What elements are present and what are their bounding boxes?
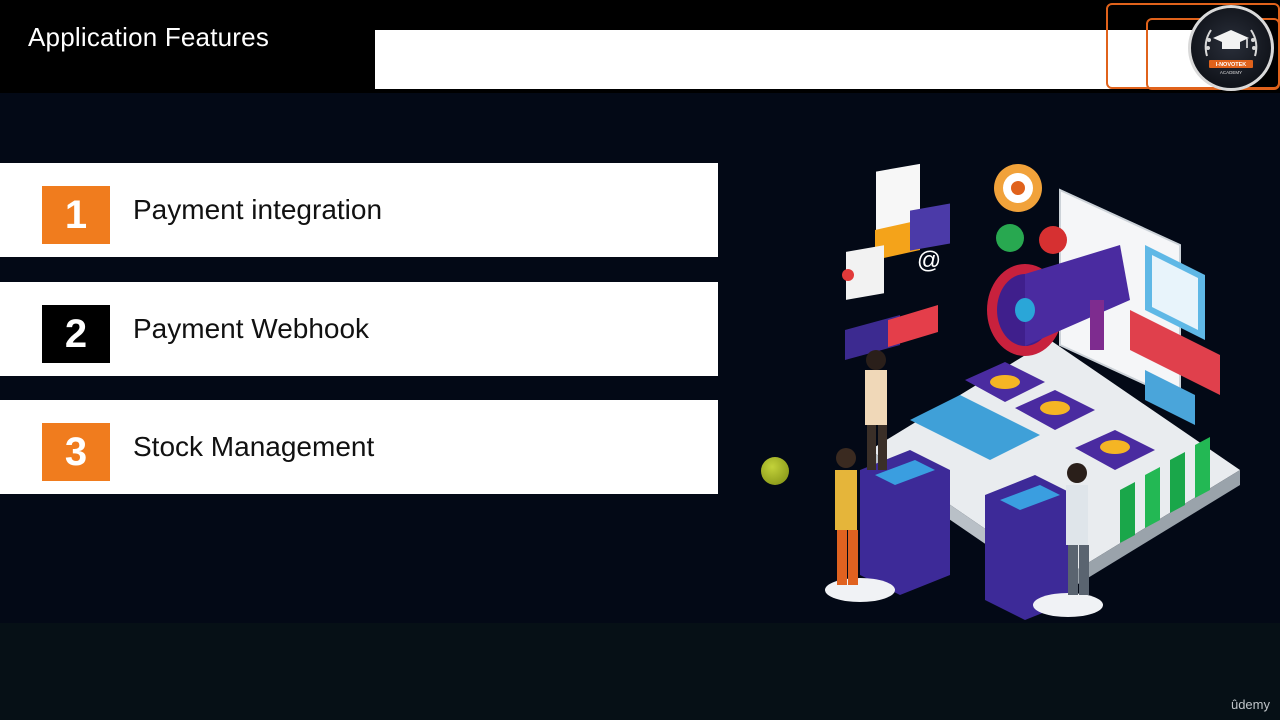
- feature-number-badge: 1: [42, 186, 110, 244]
- feature-label: Payment integration: [133, 194, 383, 225]
- marketing-illustration: @: [825, 163, 1240, 620]
- logo-text-line2: ACADEMY: [1220, 70, 1242, 75]
- logo-text-line1: I-NOVOTEK: [1216, 62, 1247, 68]
- feature-label: Payment Webhook: [133, 313, 370, 344]
- header-white-bar: [375, 30, 1230, 89]
- feature-number-badge: 3: [42, 423, 110, 481]
- udemy-watermark: ûdemy: [1230, 697, 1270, 712]
- feature-label: Stock Management: [133, 431, 375, 462]
- graduation-cap-icon: I-NOVOTEK ACADEMY: [1204, 29, 1258, 75]
- feature-row-3: 3 Stock Management: [0, 400, 718, 494]
- pointer-dot: [761, 457, 789, 485]
- academy-logo: I-NOVOTEK ACADEMY: [1188, 5, 1274, 91]
- feature-row-2: 2 Payment Webhook: [0, 282, 718, 376]
- page-title: Application Features: [28, 22, 270, 52]
- feature-number-badge: 2: [42, 305, 110, 363]
- feature-row-1: 1 Payment integration: [0, 163, 718, 257]
- bottom-strip: [0, 623, 1280, 720]
- svg-text:@: @: [917, 247, 941, 274]
